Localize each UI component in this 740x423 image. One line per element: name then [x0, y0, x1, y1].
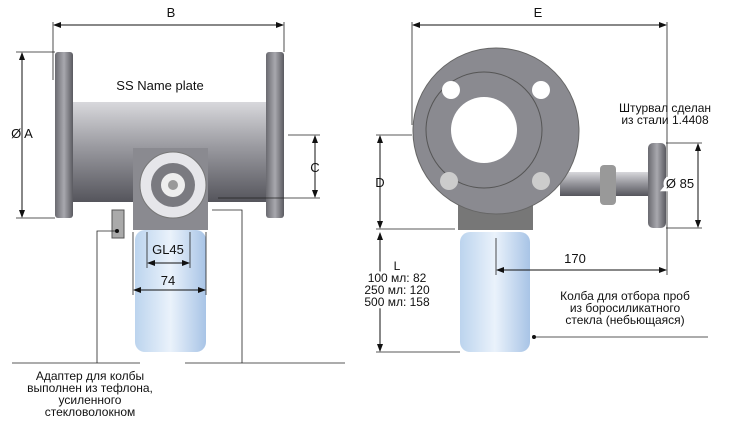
dim-b-label: B [167, 5, 176, 20]
svg-text:Штурвал сделан: Штурвал сделан [619, 101, 711, 115]
adapter-leader [96, 230, 117, 363]
dim-74-label: 74 [161, 273, 175, 288]
adapter [111, 209, 125, 239]
left-flange [55, 52, 73, 218]
raised-face [425, 71, 543, 189]
dim-170-label: 170 [564, 251, 586, 266]
handwheel-note: Штурвал сделан из стали 1.4408 [619, 101, 711, 127]
stem-collar [600, 165, 616, 205]
svg-text:усиленного: усиленного [59, 393, 122, 407]
dim-l-values: L 100 мл: 82 250 мл: 120 500 мл: 158 [362, 257, 433, 312]
dim-gl45-label: GL45 [152, 242, 184, 257]
flask-note: Колба для отбора проб из боросиликатного… [560, 289, 690, 327]
svg-text:Колба для отбора проб: Колба для отбора проб [560, 289, 690, 303]
nameplate-leader [212, 209, 243, 363]
handwheel-side [648, 143, 666, 228]
svg-text:стекловолокном: стекловолокном [45, 405, 136, 419]
dim-85-label: Ø 85 [666, 176, 694, 191]
right-flange [266, 52, 284, 218]
flask-side [460, 232, 530, 352]
nameplate-label: SS Name plate [116, 78, 203, 93]
svg-text:100 мл: 82: 100 мл: 82 [368, 271, 427, 285]
bolt-hole [532, 172, 550, 190]
adapter-note: Адаптер для колбы выполнен из тефлона, у… [27, 369, 153, 419]
bolt-hole [440, 172, 458, 190]
svg-text:выполнен из тефлона,: выполнен из тефлона, [27, 381, 153, 395]
dim-l-label: L [394, 259, 401, 273]
svg-text:стекла (небьющаяся): стекла (небьющаяся) [565, 313, 684, 327]
svg-text:500 мл: 158: 500 мл: 158 [364, 295, 430, 309]
svg-text:Адаптер для колбы: Адаптер для колбы [36, 369, 144, 383]
leader-dot [532, 335, 536, 339]
svg-text:из боросиликатного: из боросиликатного [570, 301, 681, 315]
svg-text:250 мл: 120: 250 мл: 120 [364, 283, 430, 297]
leader-dot [115, 229, 119, 233]
bolt-hole [442, 81, 460, 99]
bore-hole [451, 97, 517, 163]
dim-e-label: E [534, 5, 543, 20]
front-view: B Ø A SS Name plate C GL45 74 Адаптер дл… [8, 5, 345, 419]
wheel-bolt [168, 180, 178, 190]
svg-text:из стали 1.4408: из стали 1.4408 [621, 113, 709, 127]
side-view: E Штурвал сделан из стали 1.4408 Ø 85 D … [362, 5, 711, 353]
bolt-hole [532, 81, 550, 99]
